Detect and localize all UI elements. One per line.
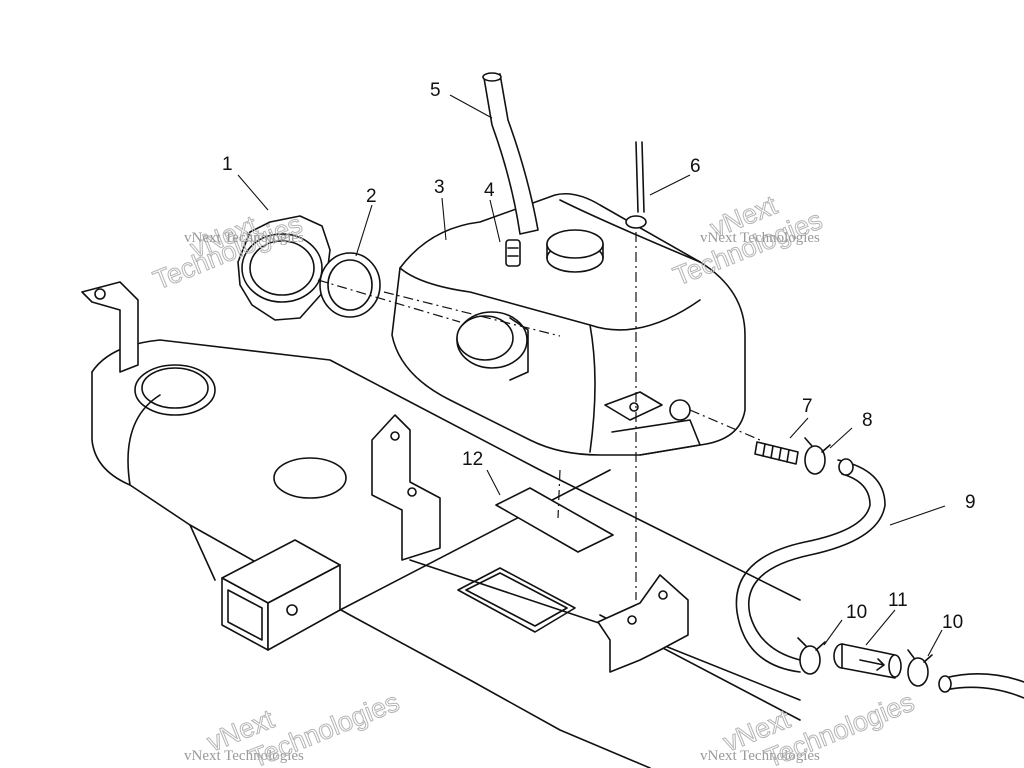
callout-8: 8 xyxy=(862,410,873,431)
fuel-hose xyxy=(735,458,1024,699)
callout-1: 1 xyxy=(222,154,233,175)
callout-12: 12 xyxy=(462,449,483,470)
fuel-gauge-rod xyxy=(625,141,647,229)
fuel-tank xyxy=(391,192,746,456)
callout-9: 9 xyxy=(965,492,976,513)
callout-2: 2 xyxy=(366,186,377,207)
vent-hose xyxy=(482,72,539,235)
watermark-bottom-right: vNext vNext Technologies Technologies xyxy=(700,686,919,768)
callout-11: 11 xyxy=(888,590,908,611)
callout-5: 5 xyxy=(430,80,441,101)
callout-10-right: 10 xyxy=(942,612,963,633)
outlet-fitting xyxy=(754,441,799,465)
watermark-top-left-small: vNext Technologies xyxy=(184,230,304,246)
watermark-top-right: vNext Technologies vNext Technologies xyxy=(669,189,827,292)
callout-labels: 1 2 3 4 5 6 7 8 9 10 11 10 12 xyxy=(222,80,976,633)
fuel-cap xyxy=(237,215,331,321)
frame-chassis xyxy=(81,281,801,768)
watermark-bottom-left-small: vNext Technologies xyxy=(184,748,304,764)
hose-clamp-lower-right xyxy=(907,649,933,687)
callout-7: 7 xyxy=(802,396,813,417)
callout-leaders xyxy=(237,94,946,657)
callout-3: 3 xyxy=(434,177,445,198)
assembly-centerlines xyxy=(317,232,761,600)
tank-pad xyxy=(495,487,614,553)
inline-fuel-filter xyxy=(833,643,902,679)
hose-clamp-upper xyxy=(804,437,831,475)
callout-10-left: 10 xyxy=(846,602,867,623)
vent-fitting xyxy=(505,239,521,267)
watermark-bottom-right-small: vNext Technologies xyxy=(700,748,820,764)
callout-6: 6 xyxy=(690,156,701,177)
watermark-bottom-left: vNext vNext Technologies Technologies xyxy=(184,686,404,768)
callout-4: 4 xyxy=(484,180,495,201)
hose-clamp-lower-left xyxy=(797,637,826,675)
cap-gasket xyxy=(319,252,381,318)
watermark-top-right-small: vNext Technologies xyxy=(700,230,820,246)
